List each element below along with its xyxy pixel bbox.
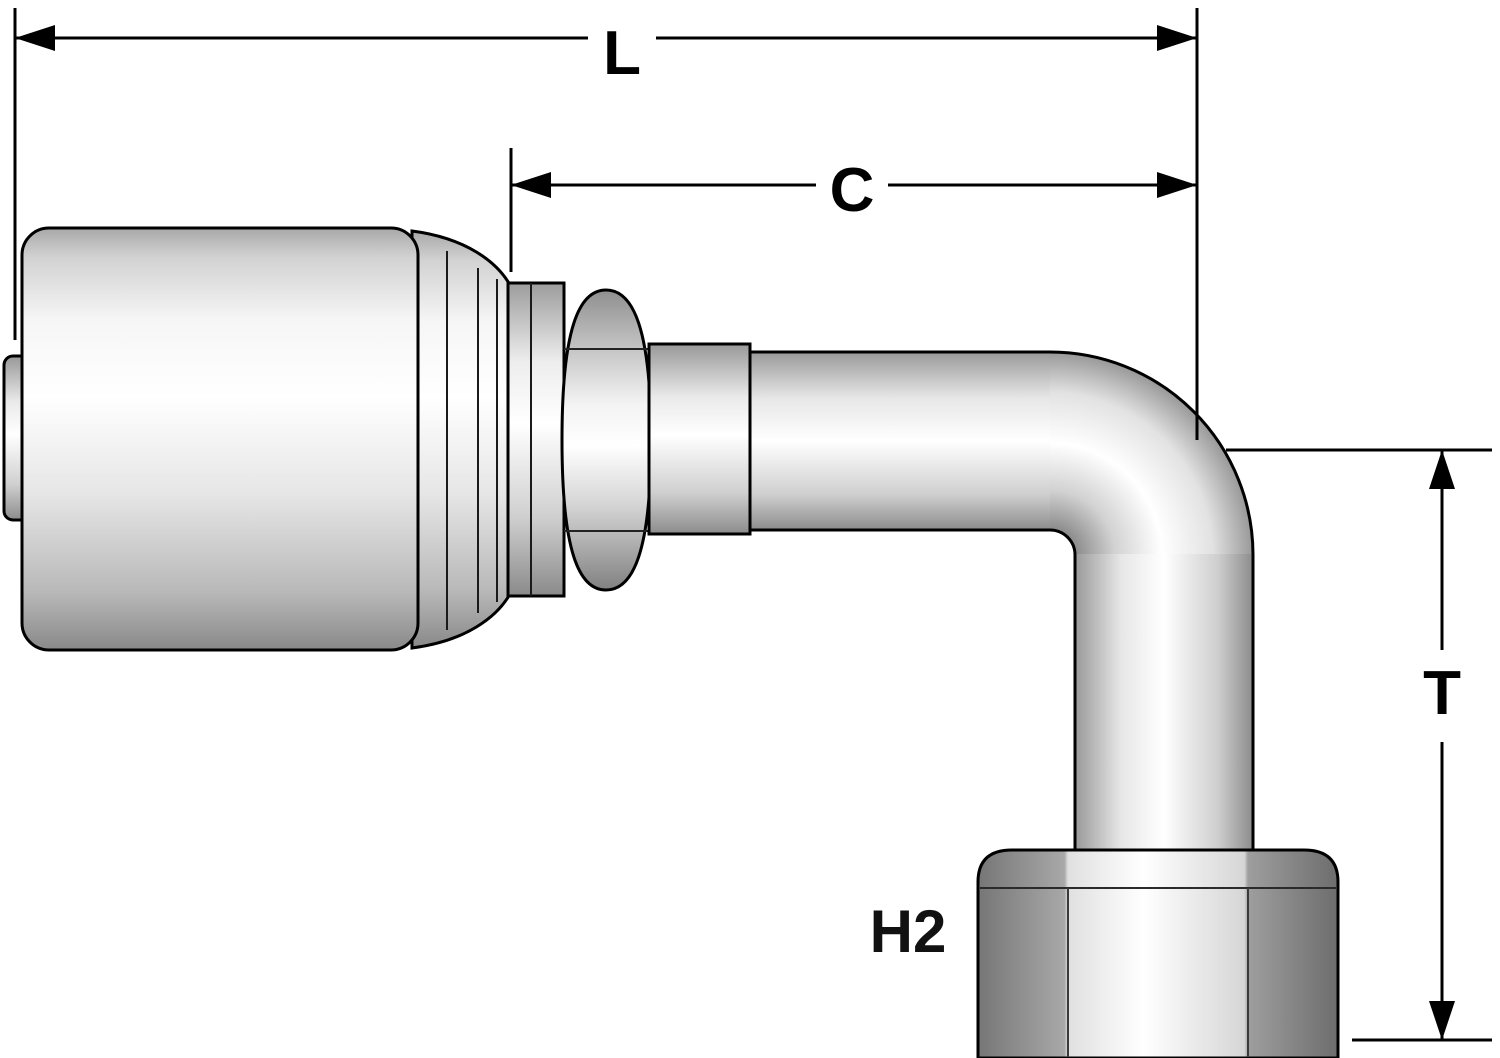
label-T: T xyxy=(1423,659,1461,728)
tube-bend-segment xyxy=(1050,352,1253,555)
arrowhead-C-right xyxy=(1157,172,1197,198)
label-H2: H2 xyxy=(870,898,947,965)
crimp-ferrule-assembly xyxy=(2,226,752,652)
bent-tube xyxy=(748,350,1255,849)
arrowhead-T-bottom xyxy=(1429,1001,1455,1040)
label-C: C xyxy=(830,156,875,225)
ferrule-shell xyxy=(20,226,420,652)
label-L: L xyxy=(603,19,641,88)
dimension-T: T xyxy=(1226,448,1492,1042)
tube-socket xyxy=(647,342,752,536)
bell-transition xyxy=(410,229,512,650)
arrowhead-T-top xyxy=(1429,450,1455,489)
hex-flange xyxy=(560,288,653,592)
dimension-C: C xyxy=(509,148,1197,272)
dimension-L: L xyxy=(13,8,1199,440)
arrowhead-L-left xyxy=(15,25,55,51)
arrowhead-C-left xyxy=(511,172,551,198)
tube-horizontal-segment xyxy=(748,352,1051,530)
tube-inner-outline xyxy=(748,528,1077,849)
tube-vertical-segment xyxy=(1075,554,1253,849)
arrowhead-L-right xyxy=(1157,25,1197,51)
nut-body xyxy=(976,848,1340,1058)
collar-ring xyxy=(506,281,566,598)
tube-outer-outline xyxy=(748,350,1255,849)
female-swivel-nut xyxy=(976,848,1340,1058)
